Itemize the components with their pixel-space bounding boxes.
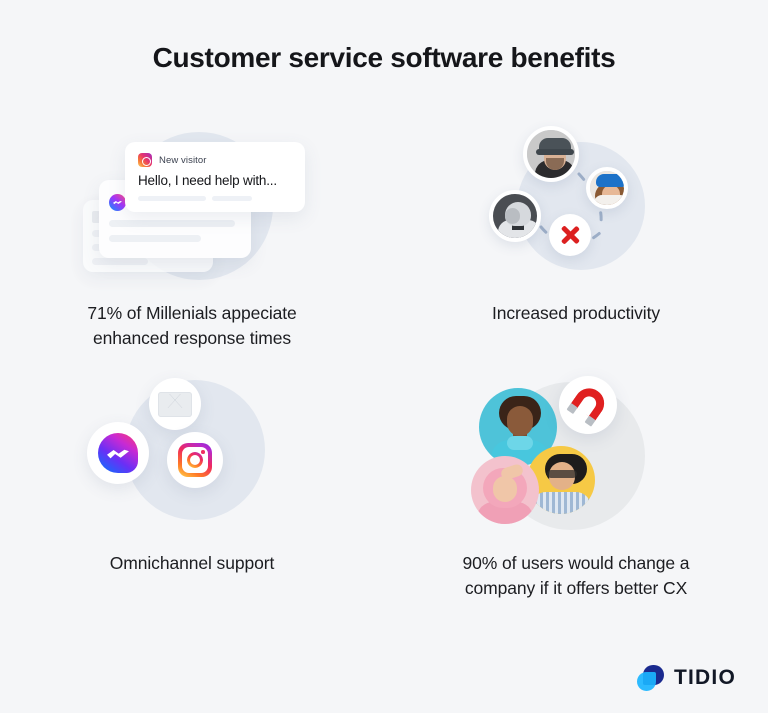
- benefit-card-better-cx: 90% of users would change a company if i…: [384, 372, 768, 622]
- benefit-caption: 71% of Millenials appeciate enhanced res…: [87, 303, 297, 349]
- messenger-icon: [98, 433, 138, 473]
- red-x-icon: [549, 214, 591, 256]
- placeholder-bar: [109, 235, 201, 242]
- brand-name: TIDIO: [674, 666, 736, 689]
- placeholder-bar: [212, 196, 252, 201]
- instagram-icon: [178, 443, 212, 477]
- email-channel-chip: [149, 378, 201, 430]
- benefit-caption: Omnichannel support: [109, 553, 275, 573]
- robot-avatar: [489, 190, 541, 242]
- woman-blue-hat-avatar: [586, 167, 628, 209]
- notification-message: Hello, I need help with...: [138, 173, 277, 188]
- benefit-caption: Increased productivity: [491, 303, 661, 323]
- notification-placeholder-bars: [138, 196, 292, 201]
- messenger-channel-chip: [87, 422, 149, 484]
- email-icon: [158, 391, 192, 417]
- instagram-icon: [138, 153, 152, 167]
- benefit-card-productivity: Increased productivity: [384, 122, 768, 372]
- benefit-caption: 90% of users would change a company if i…: [462, 553, 690, 599]
- magnet-icon: [559, 376, 617, 434]
- placeholder-bar: [138, 196, 206, 201]
- illustration-customers-magnet: [461, 372, 691, 537]
- benefit-card-omnichannel: Omnichannel support: [0, 372, 384, 622]
- benefits-grid: New visitor Hello, I need help with... 7…: [0, 122, 768, 622]
- notification-card-front: New visitor Hello, I need help with...: [125, 142, 305, 212]
- illustration-channel-icons: [77, 372, 307, 537]
- woman-pink-avatar: [471, 456, 539, 524]
- placeholder-bar: [109, 220, 235, 227]
- notification-channel-label: New visitor: [159, 154, 207, 166]
- illustration-avatar-network: [461, 122, 691, 287]
- illustration-chat-notifications: New visitor Hello, I need help with...: [77, 122, 307, 287]
- messenger-icon: [109, 194, 126, 211]
- instagram-channel-chip: [167, 432, 223, 488]
- benefit-card-response-times: New visitor Hello, I need help with... 7…: [0, 122, 384, 372]
- tidio-logo-icon: [637, 665, 665, 691]
- notification-header: New visitor: [138, 153, 292, 167]
- page-title: Customer service software benefits: [152, 42, 616, 73]
- placeholder-bar: [92, 258, 148, 265]
- man-bucket-hat-avatar: [523, 126, 579, 182]
- tidio-logo: TIDIO: [637, 665, 736, 691]
